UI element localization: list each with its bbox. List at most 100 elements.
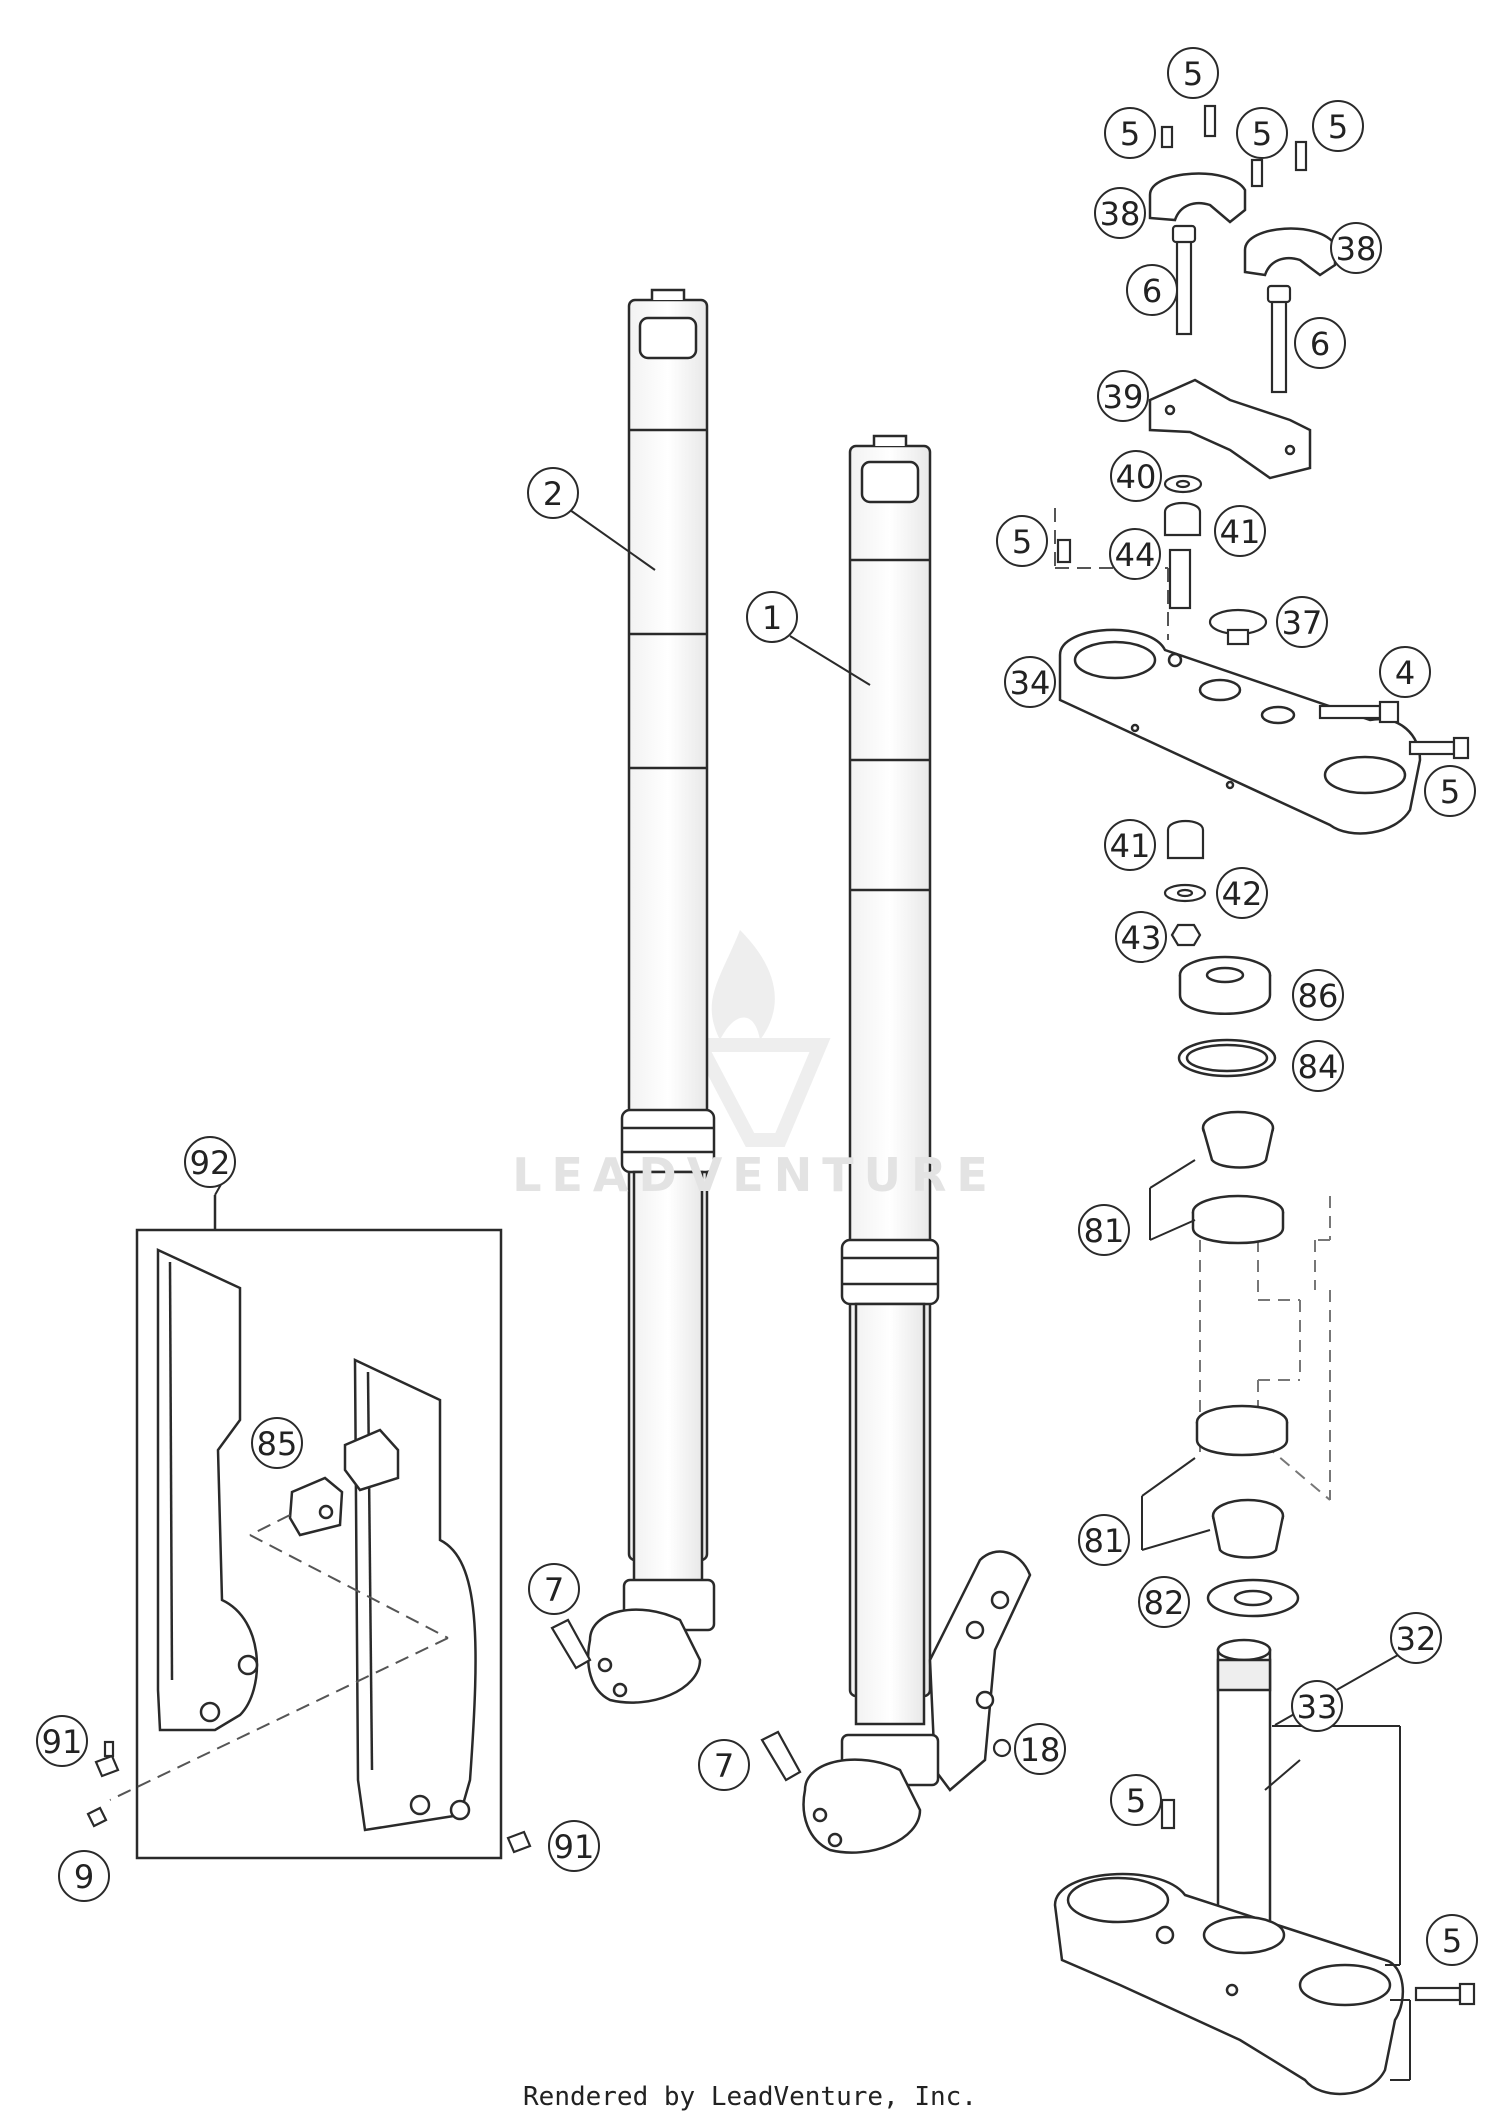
bearing-81-lower[interactable]	[1195, 1404, 1289, 1559]
watermark-text: LEADVENTURE	[512, 1148, 998, 1202]
washer-40[interactable]	[1163, 474, 1203, 494]
washer-42[interactable]	[1163, 883, 1207, 903]
callout-5-c[interactable]: 5	[1236, 107, 1288, 159]
callout-5-e[interactable]: 5	[996, 515, 1048, 567]
svg-text:1: 1	[762, 599, 782, 637]
handlebar-mount-39[interactable]	[1148, 378, 1312, 480]
callout-6-b[interactable]: 6	[1294, 317, 1346, 369]
screw-5-left[interactable]	[1056, 538, 1072, 564]
callout-41-a[interactable]: 41	[1214, 505, 1266, 557]
svg-text:84: 84	[1298, 1048, 1339, 1086]
bolt-7-left[interactable]	[550, 1618, 592, 1670]
screw-9[interactable]	[86, 1806, 108, 1828]
callout-44[interactable]: 44	[1109, 528, 1161, 580]
callout-86[interactable]: 86	[1292, 969, 1344, 1021]
spacer-44[interactable]	[1168, 548, 1192, 610]
svg-text:82: 82	[1144, 1584, 1185, 1622]
steering-stem-33[interactable]	[1216, 1638, 1272, 1932]
callout-81-b[interactable]: 81	[1078, 1514, 1130, 1566]
callout-84[interactable]: 84	[1292, 1040, 1344, 1092]
bolt-4[interactable]	[1318, 700, 1400, 724]
fork-guard-right[interactable]	[343, 1358, 477, 1832]
bolt-7-right[interactable]	[760, 1730, 802, 1782]
screws-5-top[interactable]	[1160, 104, 1308, 188]
bracket-lines-32	[1272, 1725, 1411, 2081]
seal-86[interactable]	[1178, 955, 1272, 1015]
callout-40[interactable]: 40	[1110, 450, 1162, 502]
screw-5-stem[interactable]	[1160, 1798, 1176, 1830]
lower-triple-clamp-32[interactable]	[1053, 1872, 1405, 2096]
watermark-logo	[688, 930, 831, 1147]
svg-text:33: 33	[1297, 1688, 1338, 1726]
handlebar-clamp-38-left[interactable]	[1148, 172, 1247, 224]
steering-nut-37[interactable]	[1208, 608, 1268, 646]
svg-text:44: 44	[1115, 536, 1156, 574]
rubber-bushing-41-upper[interactable]	[1163, 501, 1202, 537]
svg-text:5: 5	[1126, 1782, 1146, 1820]
rubber-bushing-41-lower[interactable]	[1166, 819, 1205, 860]
svg-text:5: 5	[1183, 55, 1203, 93]
svg-text:5: 5	[1252, 115, 1272, 153]
callout-32[interactable]: 32	[1390, 1612, 1442, 1664]
svg-text:34: 34	[1010, 664, 1051, 702]
callout-2[interactable]: 2	[527, 467, 579, 519]
callout-91-a[interactable]: 91	[36, 1715, 88, 1767]
footer-credit: Rendered by LeadVenture, Inc.	[523, 2082, 977, 2112]
svg-text:85: 85	[257, 1425, 298, 1463]
callout-5-b[interactable]: 5	[1104, 107, 1156, 159]
handlebar-clamp-38-right[interactable]	[1243, 227, 1337, 277]
callout-6-a[interactable]: 6	[1126, 264, 1178, 316]
svg-text:39: 39	[1103, 378, 1144, 416]
fork-guard-left[interactable]	[156, 1248, 259, 1732]
callout-38-b[interactable]: 38	[1330, 222, 1382, 274]
callout-18[interactable]: 18	[1014, 1723, 1066, 1775]
svg-text:6: 6	[1142, 272, 1162, 310]
callout-4[interactable]: 4	[1379, 646, 1431, 698]
callout-82[interactable]: 82	[1138, 1576, 1190, 1628]
callout-43[interactable]: 43	[1115, 911, 1167, 963]
callout-41-b[interactable]: 41	[1104, 819, 1156, 871]
callout-5-f[interactable]: 5	[1424, 765, 1476, 817]
svg-text:5: 5	[1120, 115, 1140, 153]
fork-leg-2[interactable]	[586, 288, 716, 1704]
svg-text:81: 81	[1084, 1522, 1125, 1560]
callout-39[interactable]: 39	[1097, 370, 1149, 422]
svg-text:4: 4	[1395, 654, 1415, 692]
plug-18[interactable]	[992, 1738, 1012, 1758]
svg-text:7: 7	[714, 1747, 734, 1785]
callout-5-g[interactable]: 5	[1110, 1774, 1162, 1826]
svg-text:41: 41	[1110, 827, 1151, 865]
fork-leg-1[interactable]	[802, 434, 1032, 1854]
callout-5-h[interactable]: 5	[1426, 1914, 1478, 1966]
callout-81-a[interactable]: 81	[1078, 1204, 1130, 1256]
svg-text:43: 43	[1121, 919, 1162, 957]
callout-37[interactable]: 37	[1276, 596, 1328, 648]
bolt-5-lower[interactable]	[1414, 1982, 1476, 2006]
screw-91-right[interactable]	[506, 1830, 532, 1854]
upper-triple-clamp-34[interactable]	[1058, 628, 1422, 835]
callout-42[interactable]: 42	[1216, 867, 1268, 919]
callout-85[interactable]: 85	[251, 1417, 303, 1469]
callout-7-a[interactable]: 7	[528, 1563, 580, 1615]
svg-text:7: 7	[544, 1571, 564, 1609]
screw-91-left[interactable]	[94, 1740, 120, 1778]
dust-ring-84[interactable]	[1177, 1038, 1277, 1078]
callout-5-a[interactable]: 5	[1167, 47, 1219, 99]
callout-34[interactable]: 34	[1004, 656, 1056, 708]
guard-clip-85[interactable]	[288, 1476, 344, 1537]
svg-text:32: 32	[1396, 1620, 1437, 1658]
callout-9[interactable]: 9	[58, 1850, 110, 1902]
callout-5-d[interactable]: 5	[1312, 100, 1364, 152]
svg-text:92: 92	[190, 1144, 231, 1182]
nut-43[interactable]	[1170, 923, 1202, 947]
callout-1[interactable]: 1	[746, 591, 798, 643]
callout-7-b[interactable]: 7	[698, 1739, 750, 1791]
bolt-5-clamp[interactable]	[1408, 736, 1470, 760]
callout-38-a[interactable]: 38	[1094, 187, 1146, 239]
bearing-81-upper[interactable]	[1191, 1110, 1285, 1245]
callout-33[interactable]: 33	[1291, 1680, 1343, 1732]
seal-82[interactable]	[1206, 1578, 1300, 1618]
callout-91-b[interactable]: 91	[548, 1820, 600, 1872]
callout-92[interactable]: 92	[184, 1136, 236, 1188]
svg-text:5: 5	[1328, 108, 1348, 146]
